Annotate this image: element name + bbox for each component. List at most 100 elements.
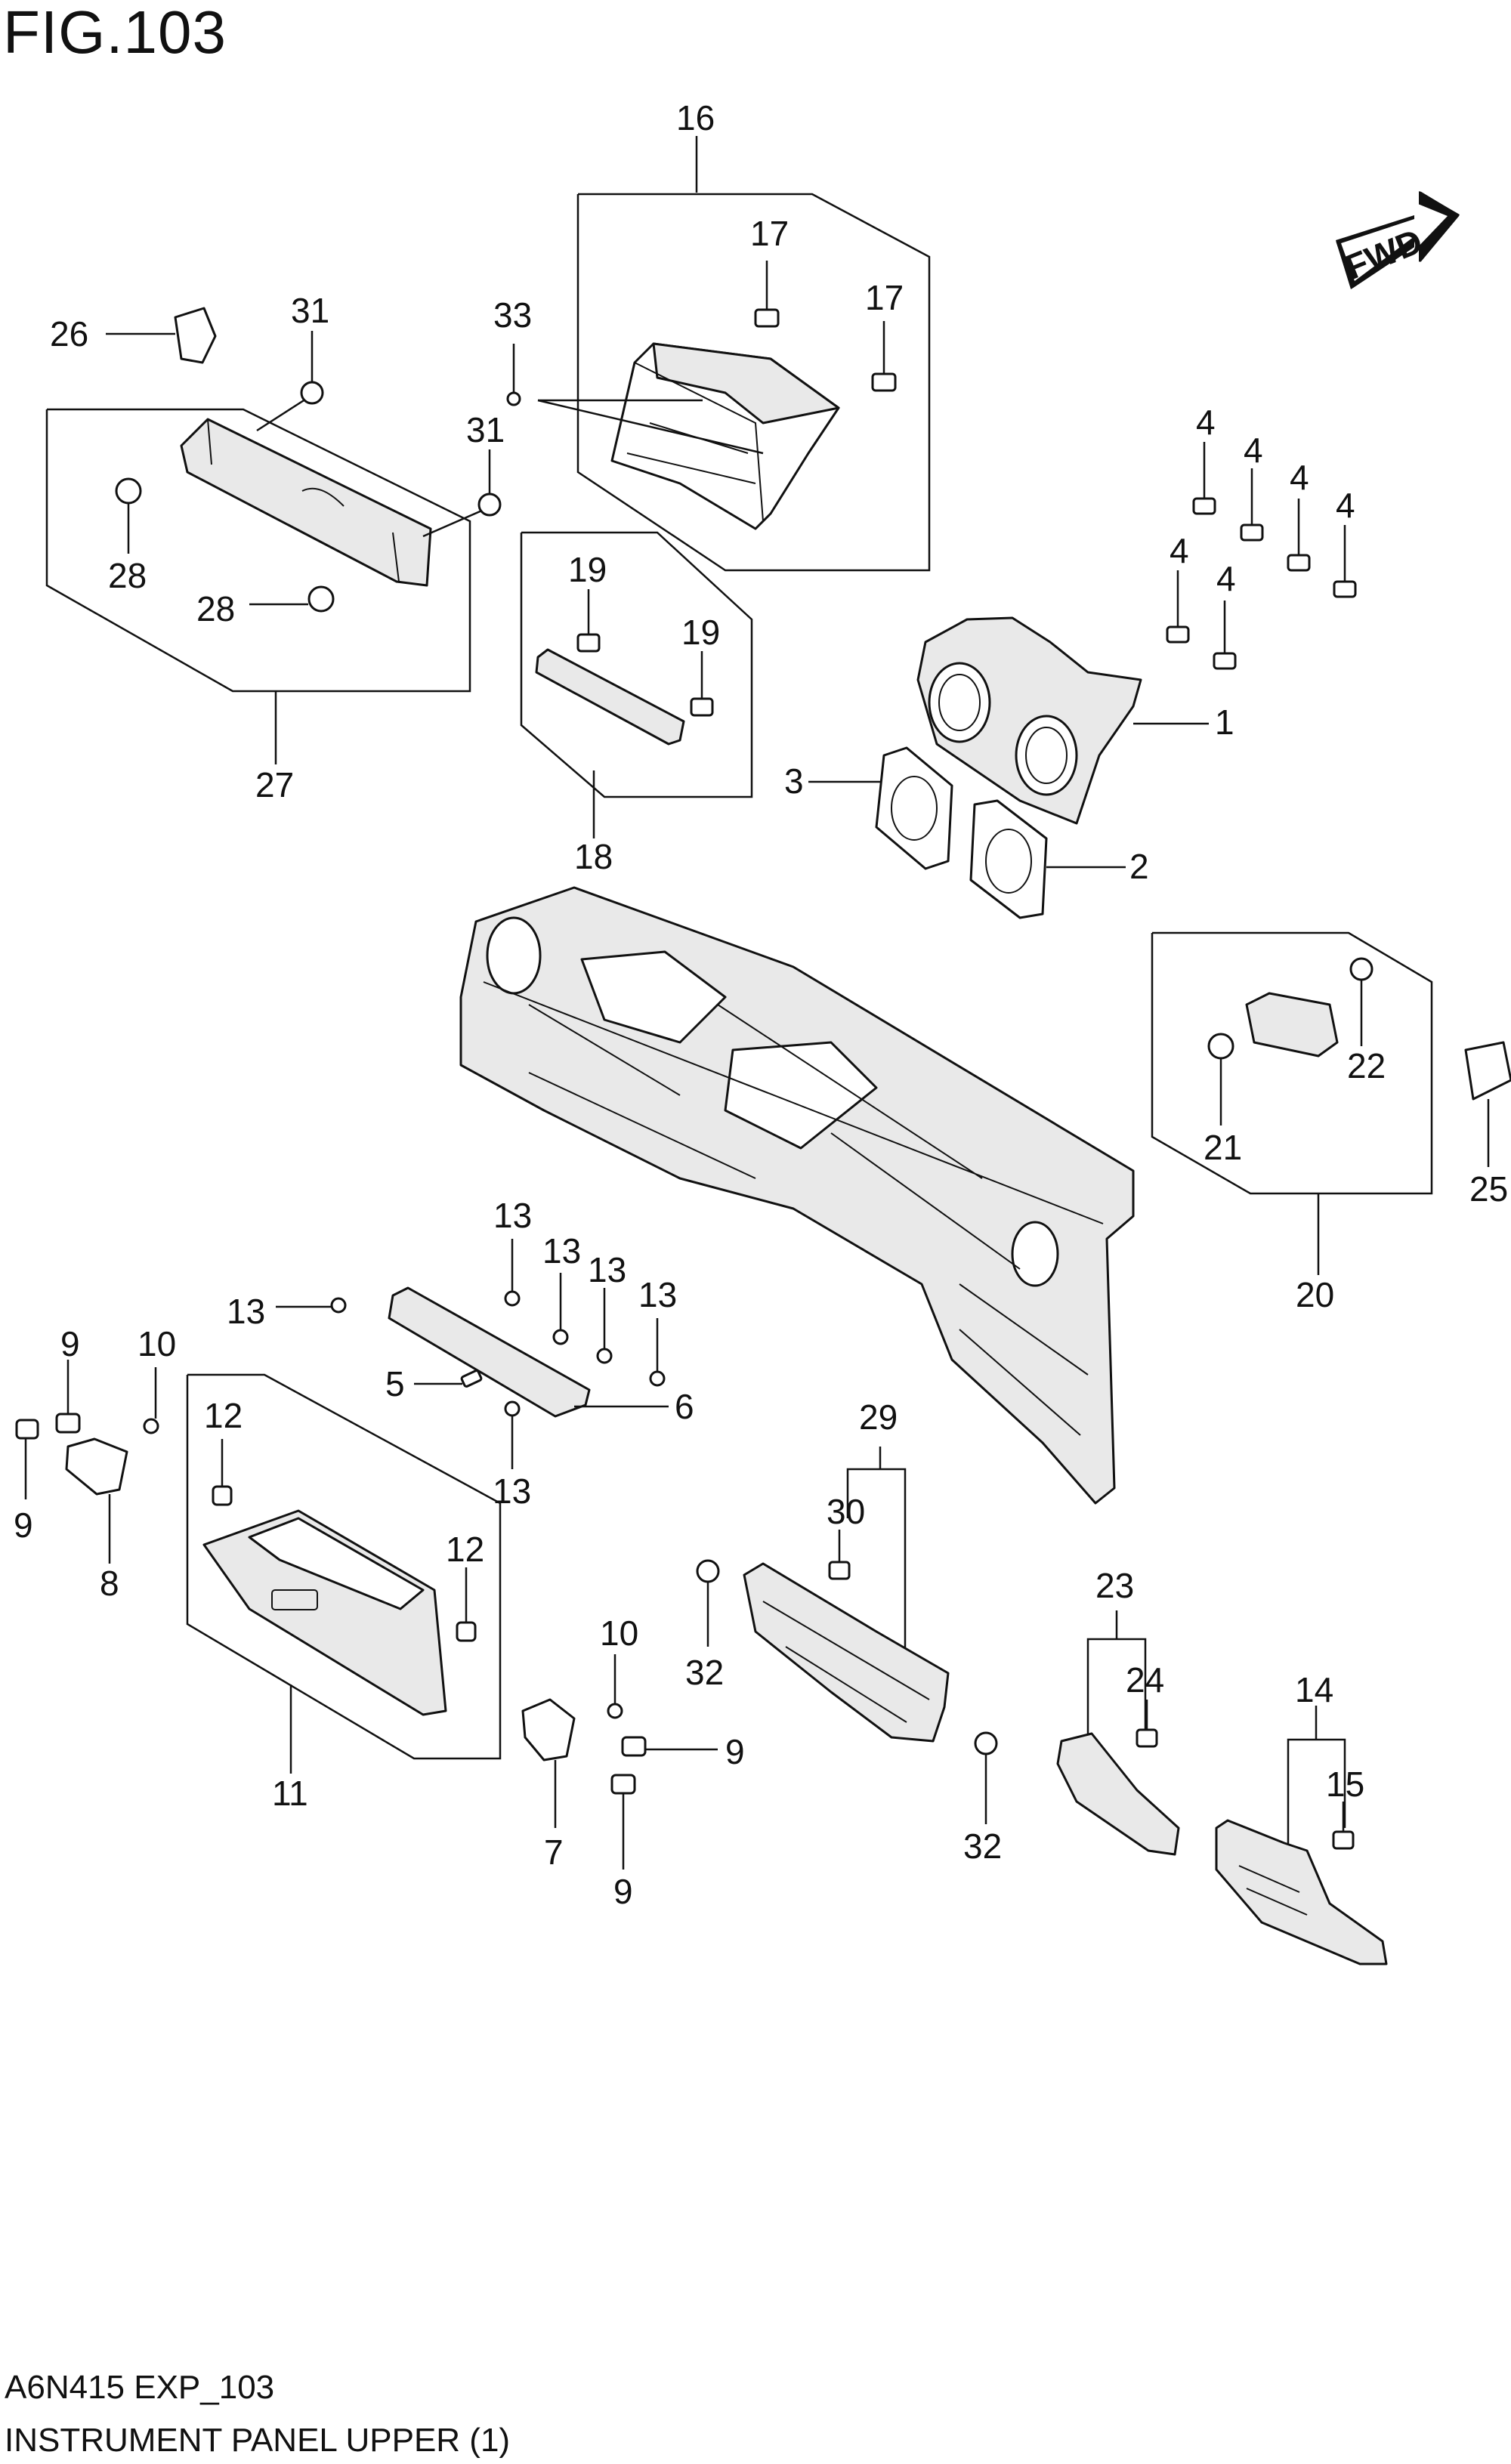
group-box-11 (186, 1373, 502, 1774)
part-7-bracket (521, 1698, 576, 1828)
callout-label: 10 (600, 1613, 638, 1653)
callout-label: 13 (588, 1250, 626, 1289)
callout-label: 4 (1216, 559, 1236, 598)
callout-label: 29 (859, 1397, 898, 1437)
callout-label: 2 (1129, 847, 1149, 886)
part-3-ring (808, 746, 953, 870)
part-9-clip (15, 1419, 39, 1499)
callout-label: 23 (1095, 1566, 1134, 1605)
part-15-clip (1332, 1802, 1355, 1850)
callout-label: 15 (1326, 1765, 1364, 1804)
callout-label: 4 (1336, 486, 1355, 525)
footer-name: INSTRUMENT PANEL UPPER (1) (5, 2422, 511, 2459)
callout-label: 25 (1469, 1169, 1508, 1209)
callout-label: 13 (493, 1471, 531, 1511)
callout-label: 12 (446, 1530, 484, 1569)
callout-label: 13 (638, 1275, 677, 1314)
callout-label: 11 (272, 1774, 308, 1813)
part-12-clip-b (456, 1567, 477, 1642)
part-10-screw-b (607, 1654, 623, 1719)
callout-label: 9 (60, 1324, 80, 1363)
part-20-cover (1245, 992, 1339, 1058)
part-31-nut (300, 331, 324, 405)
callout-label: 17 (865, 278, 904, 317)
part-22-nut (1349, 957, 1373, 1046)
callout-label: 10 (138, 1324, 176, 1363)
part-29-bracket (743, 1562, 950, 1743)
callout-label: 27 (255, 765, 294, 804)
group-box-27 (45, 408, 471, 764)
part-19-clip-b (690, 651, 714, 717)
part-5-pin (414, 1369, 483, 1388)
part-27-bracket (180, 395, 484, 587)
part-31-nut-b (477, 449, 502, 517)
group-box-20 (1151, 931, 1433, 1275)
callout-label: 9 (613, 1872, 633, 1911)
part-17-clip-b (871, 321, 897, 392)
callout-label: 22 (1347, 1046, 1386, 1085)
callout-label: 3 (784, 761, 804, 801)
part-10-screw (143, 1367, 159, 1434)
callout-label: 28 (108, 556, 147, 595)
group-14 (1287, 1706, 1346, 1858)
part-19-clip (576, 589, 601, 653)
part-1-meter-hood (916, 616, 1209, 825)
part-14-panel (1215, 1819, 1388, 1965)
part-28-clip-b (249, 585, 335, 613)
part-instrument-panel (459, 886, 1135, 1505)
group-box-18 (520, 531, 753, 838)
callout-label: 1 (1215, 702, 1234, 742)
callout-label: 13 (542, 1231, 581, 1271)
fwd-arrow-icon: FWD (1336, 191, 1460, 289)
part-17-clip (754, 261, 780, 328)
callout-label: 16 (676, 98, 715, 137)
group-29 (846, 1447, 907, 1662)
callout-label: 4 (1196, 403, 1216, 442)
callout-label: 28 (196, 589, 235, 628)
callout-label: 21 (1204, 1128, 1242, 1167)
part-24-clip (1136, 1700, 1158, 1748)
part-32-bolt (696, 1559, 720, 1647)
group-box-16 (576, 136, 931, 572)
callout-label: 4 (1170, 531, 1189, 570)
figure-title: FIG.103 (3, 0, 227, 66)
part-9-clip-d (610, 1774, 636, 1870)
callout-label: 24 (1126, 1660, 1164, 1700)
callout-label: 19 (681, 613, 720, 652)
part-2-ring (969, 799, 1126, 919)
part-13-screws (276, 1239, 666, 1469)
callout-label: 8 (100, 1564, 119, 1603)
callout-label: 17 (750, 214, 789, 253)
callout-label: 26 (50, 314, 88, 354)
callout-label: 32 (963, 1826, 1002, 1866)
callout-label: 31 (291, 291, 329, 330)
callout-label: 13 (493, 1196, 532, 1235)
part-16-frame (610, 342, 840, 530)
callout-label: 5 (385, 1364, 405, 1403)
callout-label: 30 (827, 1492, 865, 1531)
callout-label: 9 (725, 1732, 745, 1771)
callout-label: 33 (493, 295, 532, 335)
callout-label: 32 (685, 1653, 724, 1692)
callout-label: 4 (1290, 458, 1309, 497)
part-18-trim (535, 648, 685, 746)
part-25-vent (1464, 1041, 1511, 1167)
callout-label: 4 (1244, 431, 1263, 470)
part-11-glove-box (202, 1509, 447, 1716)
part-28-clip (115, 477, 142, 554)
part-21-clip (1207, 1033, 1234, 1125)
callout-label: 13 (227, 1292, 265, 1331)
callout-labels: 16 17 17 26 31 33 31 28 28 27 19 19 18 4… (14, 98, 1508, 1911)
part-26 (106, 307, 217, 364)
part-9-clip-b (55, 1360, 81, 1434)
callout-label: 12 (204, 1396, 243, 1435)
callout-label: 9 (14, 1505, 33, 1545)
callout-label: 7 (544, 1833, 564, 1872)
part-9-clip-c (621, 1736, 718, 1757)
callout-label: 20 (1296, 1275, 1334, 1314)
part-33-screw (506, 344, 521, 406)
footer-code: A6N415 EXP_103 (5, 2369, 275, 2406)
group-23 (1086, 1610, 1147, 1745)
callout-label: 19 (568, 550, 607, 589)
